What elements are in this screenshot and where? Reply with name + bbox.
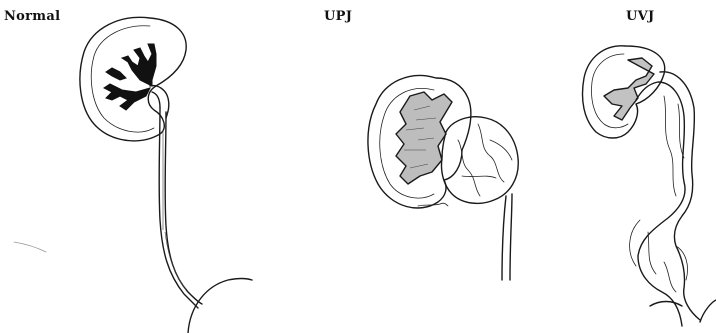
normal-pelvis-inner	[152, 92, 160, 108]
uvj-panel-drawing	[583, 46, 716, 326]
uvj-bladder-wall	[700, 300, 716, 322]
uvj-ureter-left-wall	[636, 82, 685, 326]
normal-panel-drawing	[14, 17, 252, 333]
normal-panel-label: Normal	[4, 9, 60, 24]
upj-panel-drawing	[368, 76, 518, 280]
upj-panel-label: UPJ	[324, 9, 352, 24]
normal-ureter-right-wall	[165, 112, 202, 304]
normal-kidney-outline	[80, 17, 186, 141]
uvj-panel-label: UVJ	[626, 9, 654, 24]
normal-bladder	[188, 279, 252, 333]
uvj-calyces	[604, 58, 654, 120]
uvj-bladder	[650, 302, 682, 307]
upj-ureter-right-wall	[510, 194, 512, 280]
upj-ureter-left-wall	[502, 196, 506, 280]
upj-calyces	[396, 92, 452, 184]
uvj-ureter-right-wall	[660, 72, 700, 320]
